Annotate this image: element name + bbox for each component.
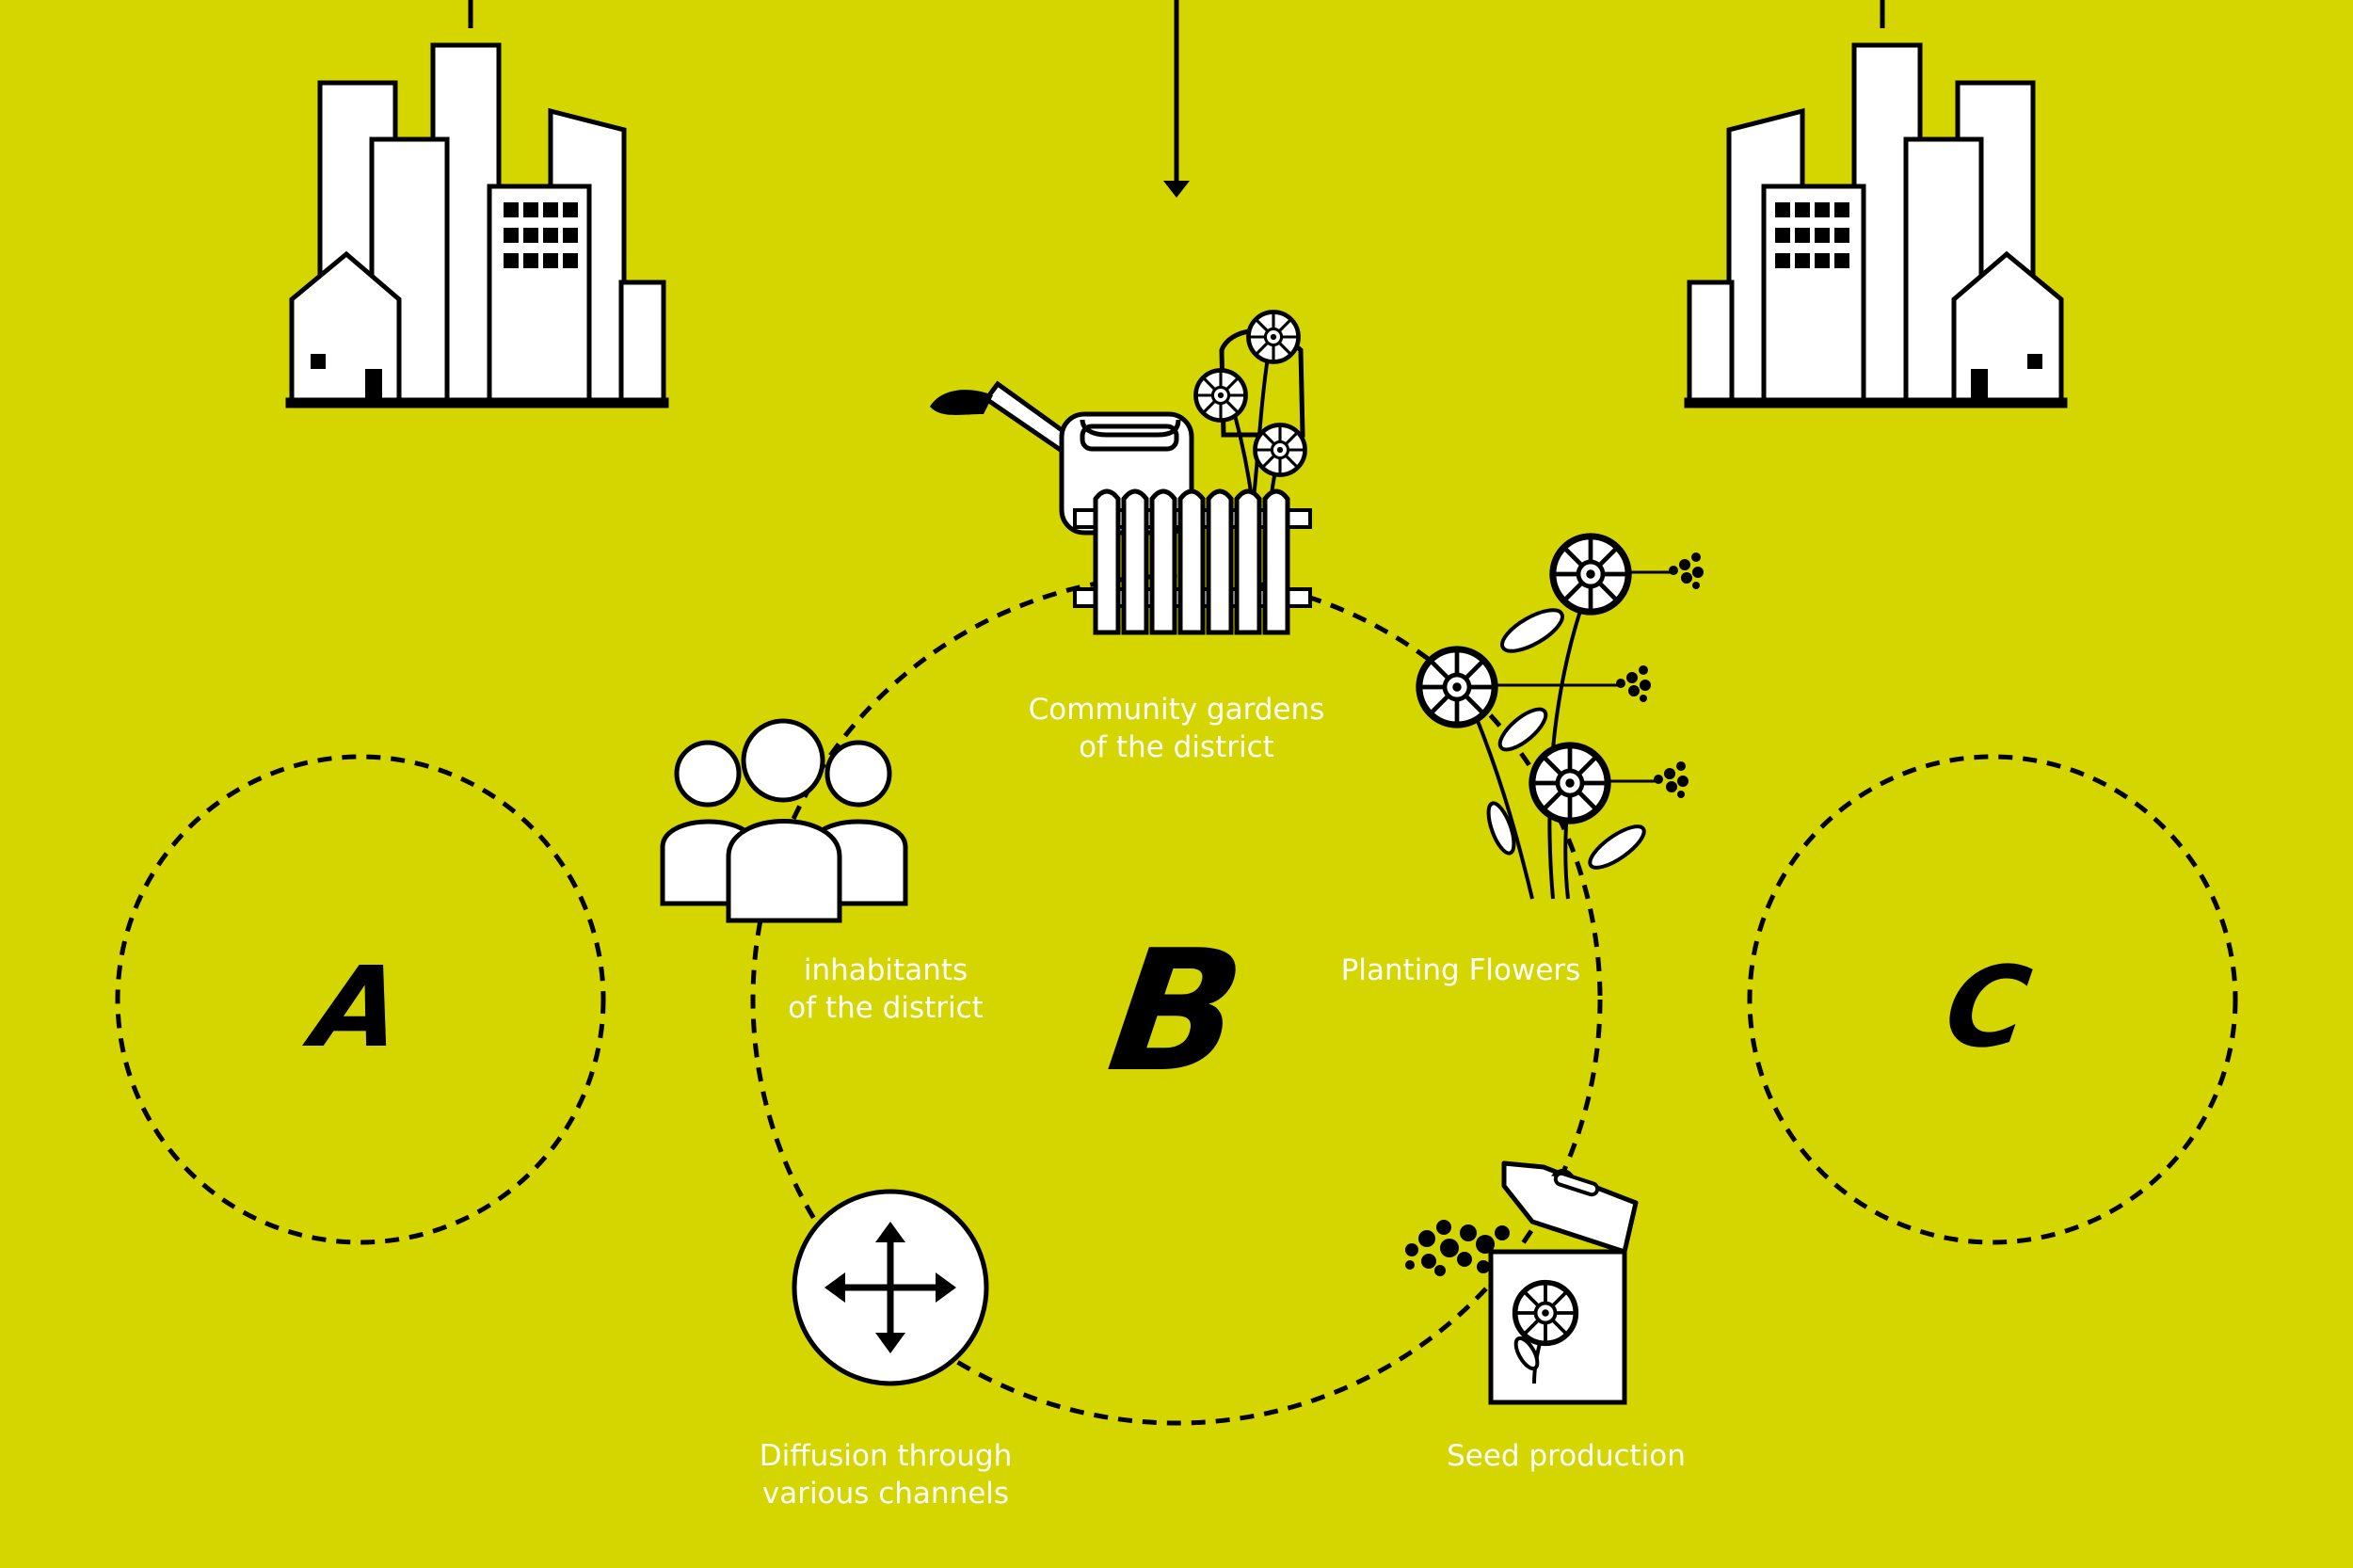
watering-can-fence-icon — [930, 312, 1312, 635]
caption-line: Seed production — [1447, 1439, 1686, 1473]
move-arrows-icon — [792, 1189, 989, 1386]
caption-community-gardens: Community gardens of the district — [1029, 691, 1325, 766]
down-arrow-icon — [1163, 0, 1190, 198]
city-windows — [311, 202, 578, 403]
circle-label-a: A — [305, 942, 410, 1072]
caption-line: Diffusion through — [759, 1439, 1013, 1473]
city-buildings-icon — [1684, 0, 2068, 408]
caption-line: inhabitants — [803, 953, 968, 987]
people-group-icon — [660, 718, 908, 923]
city-buildings-icon — [285, 0, 669, 408]
seed-packet-icon — [1405, 1160, 1639, 1405]
circle-a — [115, 754, 606, 1245]
caption-line: Community gardens — [1028, 693, 1325, 727]
caption-line: of the district — [1079, 730, 1274, 764]
caption-inhabitants: inhabitants of the district — [788, 952, 984, 1027]
circle-c — [1747, 754, 2238, 1245]
flowers-seeds-icon — [1419, 536, 1704, 900]
caption-line: Planting Flowers — [1340, 953, 1581, 987]
caption-planting-flowers: Planting Flowers — [1341, 952, 1581, 989]
circle-label-c: C — [1937, 942, 2039, 1072]
caption-seed-production: Seed production — [1447, 1437, 1686, 1475]
caption-line: of the district — [788, 991, 984, 1025]
caption-line: various channels — [761, 1477, 1010, 1511]
caption-diffusion: Diffusion through various channels — [760, 1437, 1013, 1512]
circle-label-b: B — [1098, 914, 1255, 1109]
